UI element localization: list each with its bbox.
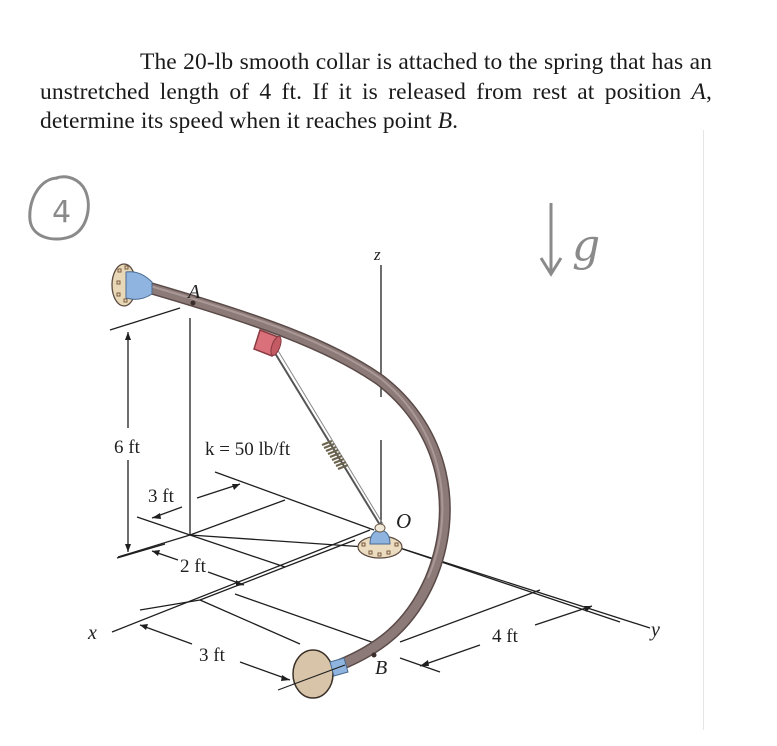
2ft-dimension-label: 2 ft <box>180 556 207 577</box>
problem-statement: The 20-lb smooth collar is attached to t… <box>40 48 712 137</box>
collar <box>253 329 282 357</box>
top-flange-support <box>111 263 153 307</box>
problem-text-2: , determine its speed when it reaches po… <box>40 78 712 135</box>
point-a-ref: A <box>691 78 707 105</box>
problem-number-annotation: 4 <box>28 175 90 241</box>
height-dimension-label: 6 ft <box>114 437 141 458</box>
4ft-dimension-label: 4 ft <box>492 626 519 647</box>
point-a-marker <box>190 300 196 306</box>
origin-base-support <box>357 523 403 559</box>
arrowheads <box>125 332 592 681</box>
point-b-marker <box>371 652 377 658</box>
dimension-lines <box>109 265 651 681</box>
spring-constant-text: k = 50 lb/ft <box>205 439 291 460</box>
curved-rod <box>144 282 451 674</box>
spring-coils-icon <box>321 439 349 471</box>
point-b-ref: B <box>437 108 453 134</box>
scan-artifact-line <box>703 130 704 730</box>
diagram-labels: A z k = 50 lb/ft 6 ft 3 ft 2 ft O x 3 ft… <box>87 245 660 679</box>
spring <box>269 343 384 526</box>
problem-text-1: The 20-lb smooth collar is attached to t… <box>40 49 712 105</box>
x-axis-label: x <box>87 622 97 644</box>
upper-3ft-dimension-label: 3 ft <box>148 486 175 507</box>
z-axis-label: z <box>373 245 381 264</box>
spring-constant-label: k = 50 lb/ft <box>205 439 291 460</box>
point-a-label: A <box>186 281 201 303</box>
lower-3ft-dimension-label: 3 ft <box>199 645 226 666</box>
origin-label: O <box>396 509 411 533</box>
y-axis-label: y <box>649 619 660 641</box>
point-b-label: B <box>375 657 387 679</box>
problem-number: 4 <box>52 195 71 230</box>
problem-text-3: . <box>452 108 459 134</box>
gravity-arrow-icon: g <box>539 203 600 277</box>
bottom-flange-support <box>277 649 349 699</box>
gravity-label: g <box>572 220 600 271</box>
